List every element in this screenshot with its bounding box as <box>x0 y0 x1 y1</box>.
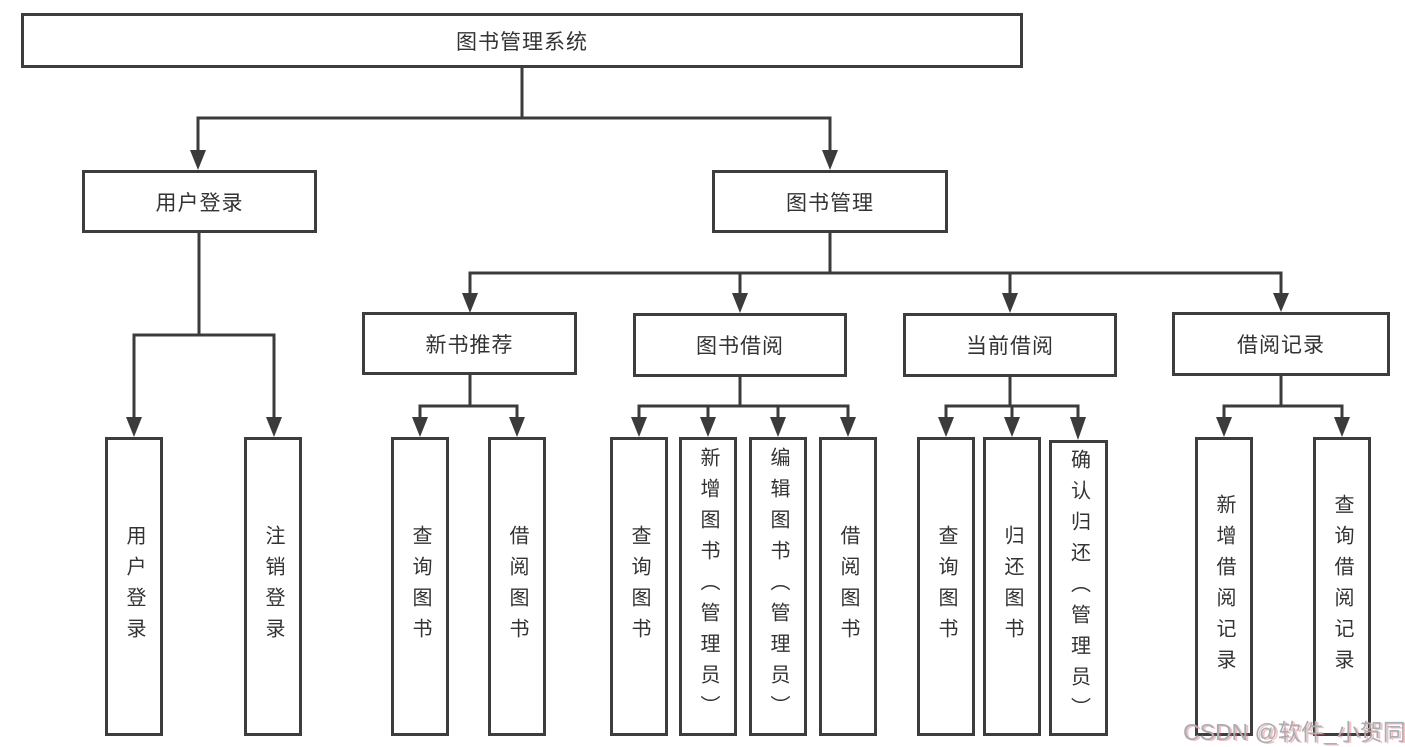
arrowheads <box>126 150 1350 440</box>
leaf-query-books-recommend: 查询图书 <box>391 437 449 736</box>
arrow-down-icon <box>1002 293 1018 313</box>
leaf-logout-label: 注销登录 <box>262 524 284 649</box>
leaf-query-books-recommend-label: 查询图书 <box>409 524 431 649</box>
leaf-user-login-label: 用户登录 <box>123 524 145 649</box>
leaf-confirm-return-admin: 确认归还（管理员） <box>1049 440 1108 736</box>
arrow-down-icon <box>1004 417 1020 437</box>
arrow-down-icon <box>700 417 716 437</box>
arrow-down-icon <box>462 293 478 313</box>
leaf-query-books-current: 查询图书 <box>917 437 975 736</box>
arrow-down-icon <box>266 417 282 437</box>
arrow-down-icon <box>126 417 142 437</box>
connector-records-to-leaves <box>1222 376 1344 420</box>
arrow-down-icon <box>770 417 786 437</box>
leaf-return-book: 归还图书 <box>983 437 1041 736</box>
leaf-query-books-borrow-label: 查询图书 <box>628 524 650 649</box>
node-root-label: 图书管理系统 <box>456 30 588 54</box>
node-user-login: 用户登录 <box>82 170 317 233</box>
node-book-borrowing-label: 图书借阅 <box>696 335 784 358</box>
leaf-add-book-admin: 新增图书（管理员） <box>679 437 737 736</box>
node-book-management-label: 图书管理 <box>786 191 874 215</box>
leaf-query-borrow-record-label: 查询借阅记录 <box>1331 493 1353 680</box>
node-borrowing-records-label: 借阅记录 <box>1237 334 1325 357</box>
node-borrowing-records: 借阅记录 <box>1172 312 1390 376</box>
arrow-down-icon <box>1070 417 1086 440</box>
leaf-edit-book-admin-label: 编辑图书（管理员） <box>767 447 789 726</box>
arrow-down-icon <box>732 293 748 313</box>
node-current-borrowing-label: 当前借阅 <box>966 335 1054 358</box>
node-current-borrowing: 当前借阅 <box>903 313 1117 377</box>
connector-paths <box>132 68 1344 420</box>
arrow-down-icon <box>1334 417 1350 437</box>
leaf-query-borrow-record: 查询借阅记录 <box>1313 437 1371 736</box>
arrow-down-icon <box>412 417 428 437</box>
arrow-down-icon <box>1273 293 1289 312</box>
node-root: 图书管理系统 <box>21 13 1023 68</box>
arrow-down-icon <box>840 417 856 437</box>
leaf-return-book-label: 归还图书 <box>1001 524 1023 649</box>
node-book-management: 图书管理 <box>712 170 948 233</box>
leaf-confirm-return-admin-label: 确认归还（管理员） <box>1067 448 1090 728</box>
connector-root-to-level2 <box>196 68 832 152</box>
arrow-down-icon <box>1216 417 1232 437</box>
connector-newbook-to-leaves <box>418 375 519 420</box>
watermark: CSDN @软件_小贺同学 <box>1183 719 1405 745</box>
arrow-down-icon <box>190 150 206 170</box>
arrow-down-icon <box>822 150 838 170</box>
leaf-query-books-current-label: 查询图书 <box>935 524 957 649</box>
leaf-add-borrow-record: 新增借阅记录 <box>1195 437 1253 736</box>
connector-usrlogin-to-leaves <box>132 233 276 420</box>
node-user-login-label: 用户登录 <box>155 191 244 215</box>
leaf-add-book-admin-label: 新增图书（管理员） <box>697 447 719 726</box>
connector-bookborrow-to-leaves <box>637 377 850 420</box>
node-new-book-recommendation: 新书推荐 <box>362 312 577 375</box>
node-new-book-recommendation-label: 新书推荐 <box>425 333 514 357</box>
leaf-borrow-books-recommend-label: 借阅图书 <box>506 524 528 649</box>
leaf-add-borrow-record-label: 新增借阅记录 <box>1213 493 1235 680</box>
leaf-borrow-books: 借阅图书 <box>819 437 877 736</box>
node-book-borrowing: 图书借阅 <box>633 313 847 377</box>
arrow-down-icon <box>509 417 525 437</box>
arrow-down-icon <box>938 417 954 437</box>
connector-bookmgmt-to-level3 <box>468 233 1283 296</box>
leaf-edit-book-admin: 编辑图书（管理员） <box>749 437 807 736</box>
leaf-user-login: 用户登录 <box>105 437 163 736</box>
leaf-borrow-books-recommend: 借阅图书 <box>488 437 546 736</box>
leaf-query-books-borrow: 查询图书 <box>610 437 668 736</box>
leaf-borrow-books-label: 借阅图书 <box>837 524 859 649</box>
leaf-logout: 注销登录 <box>244 437 302 736</box>
connector-currentborrow-to-leaves <box>944 377 1080 420</box>
arrow-down-icon <box>631 417 647 437</box>
